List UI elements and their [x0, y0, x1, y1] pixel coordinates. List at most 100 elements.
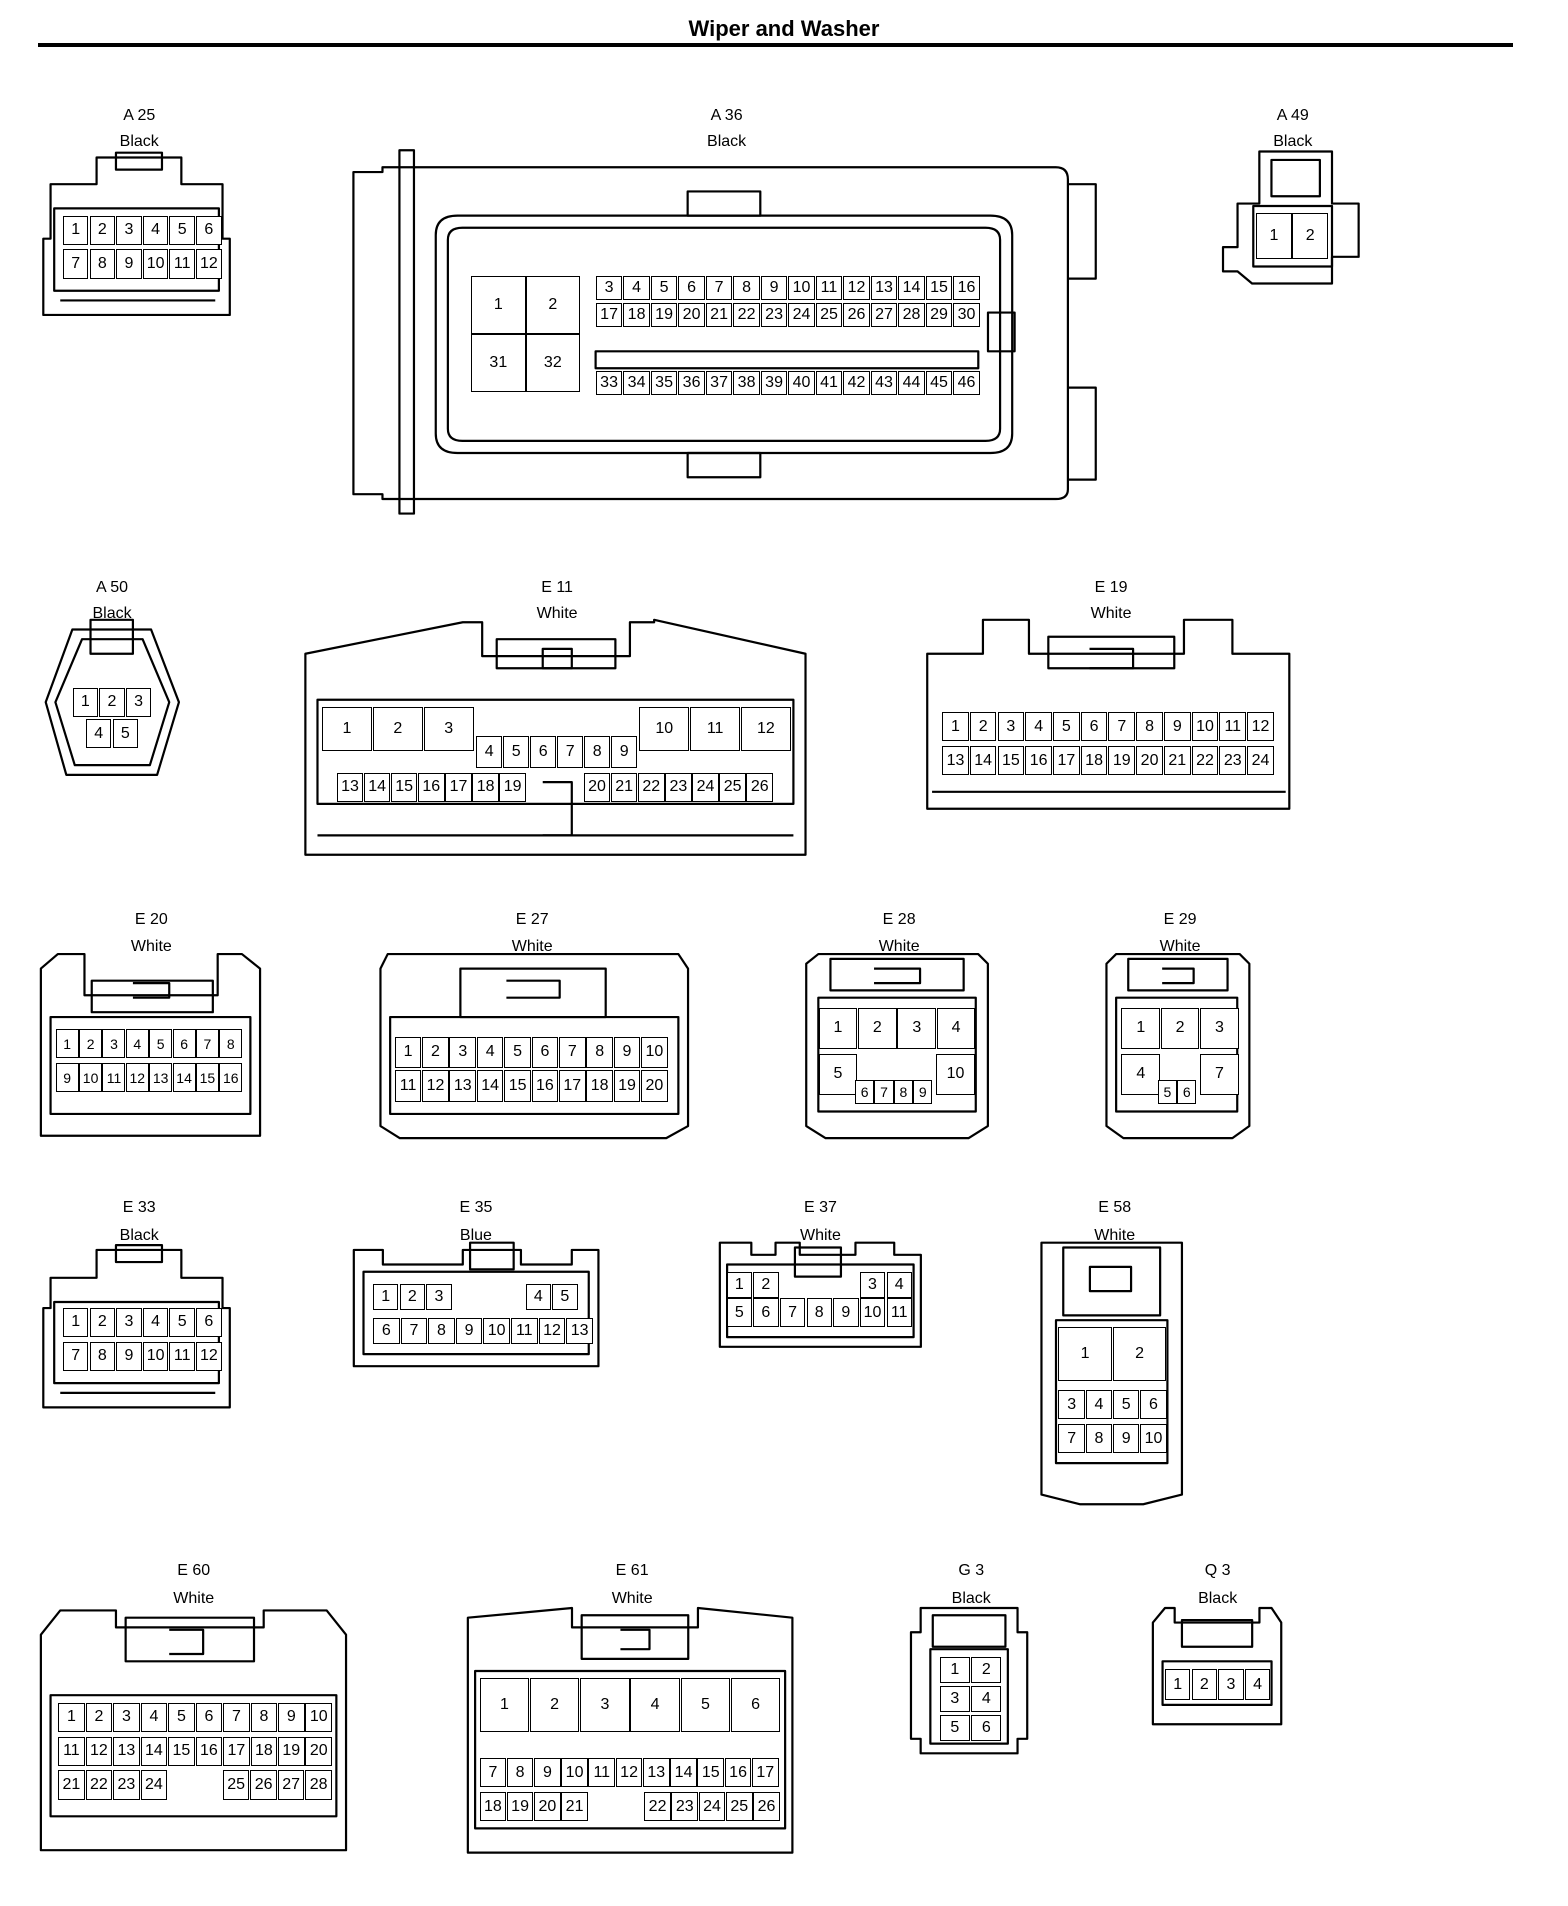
title-rule: [38, 43, 1513, 47]
pin-cavity: 11: [169, 1341, 195, 1371]
housing-outline: [1127, 957, 1230, 992]
pin-cavity: 1: [62, 215, 89, 245]
pin-cavity: 8: [893, 1080, 914, 1105]
housing-outline: [352, 1248, 600, 1368]
connector-housing: [44, 618, 181, 777]
pin-cavity: 11: [1219, 712, 1247, 742]
pin-cavity: 4: [1085, 1390, 1113, 1420]
pin-cavity: 9: [613, 1036, 641, 1069]
pin-cavity: 13: [870, 276, 898, 301]
housing-outline: [473, 1670, 786, 1830]
connector-color: White: [1094, 1226, 1136, 1244]
pin-cavity: 8: [583, 736, 611, 768]
pin-cavity: 2: [89, 215, 115, 245]
pin-cavity: 12: [843, 276, 870, 301]
pin-cavity: 10: [1191, 712, 1219, 742]
pin-cavity: 15: [390, 772, 418, 802]
pin-cavity: 22: [733, 302, 760, 327]
pin-cavity: 8: [506, 1758, 534, 1788]
pin-cavity: 3: [595, 276, 623, 301]
pin-cavity: 4: [886, 1271, 912, 1299]
pin-cavity: 24: [1247, 745, 1274, 776]
pin-cavity: 46: [953, 370, 980, 395]
housing-outline: [90, 979, 215, 1014]
pin-cavity: 6: [196, 215, 222, 245]
connector-color: Black: [1273, 133, 1313, 151]
pin-cavity: 10: [859, 1298, 886, 1328]
connector-color: White: [511, 938, 553, 956]
pin-cavity: 13: [642, 1758, 670, 1788]
pin-cavity: 3: [426, 1283, 452, 1311]
pin-cavity: 12: [85, 1736, 113, 1766]
pin-cavity: 25: [719, 772, 746, 802]
connector-code: A 25: [123, 106, 156, 124]
pin-cavity: 2: [99, 687, 125, 717]
pin-cavity: 2: [1191, 1668, 1217, 1701]
pin-cavity: 1: [818, 1007, 858, 1049]
pin-cavity: 13: [113, 1736, 140, 1766]
housing-outline: [718, 1241, 922, 1348]
pin-cavity: 4: [85, 719, 112, 749]
pin-cavity: 37: [705, 370, 733, 395]
pin-cavity: 17: [445, 772, 472, 802]
pin-cavity: 20: [305, 1736, 333, 1766]
pin-cavity: 36: [678, 370, 705, 395]
pin-cavity: 9: [760, 276, 788, 301]
pin-cavity: 15: [925, 276, 953, 301]
pin-cavity: 8: [250, 1702, 278, 1732]
pin-cavity: 2: [971, 1656, 1002, 1684]
housing-outline: [541, 647, 573, 670]
pin-cavity: 16: [953, 276, 980, 301]
pin-cavity: 21: [705, 302, 733, 327]
connector-housing: [1105, 953, 1251, 1140]
pin-cavity: 18: [479, 1792, 507, 1822]
pin-cavity: 3: [116, 1307, 142, 1337]
pin-cavity: 2: [89, 1307, 115, 1337]
pin-cavity: 12: [741, 707, 791, 751]
pin-cavity: 9: [534, 1758, 561, 1788]
pin-cavity: 1: [1121, 1007, 1161, 1049]
pin-cavity: 17: [751, 1758, 779, 1788]
pin-cavity: 14: [476, 1070, 504, 1102]
pin-cavity: 16: [417, 772, 445, 802]
pin-cavity: 20: [678, 302, 705, 327]
pin-cavity: 5: [680, 1678, 731, 1732]
pin-cavity: 10: [936, 1053, 975, 1095]
pin-cavity: 5: [169, 215, 195, 245]
pin-cavity: 38: [733, 370, 760, 395]
housing-outline: [49, 1694, 338, 1818]
pin-cavity: 11: [58, 1736, 85, 1766]
pin-cavity: 12: [125, 1063, 149, 1093]
pin-cavity: 21: [610, 772, 638, 802]
pin-cavity: 12: [538, 1317, 566, 1345]
pin-cavity: 8: [219, 1029, 243, 1059]
pin-cavity: 5: [504, 1036, 531, 1069]
connector-code: E 35: [459, 1198, 493, 1216]
pin-cavity: 11: [886, 1298, 912, 1328]
pin-cavity: 18: [250, 1736, 278, 1766]
housing-outline: [89, 618, 135, 656]
connector-code: E 60: [177, 1562, 211, 1580]
pin-cavity: 4: [142, 1307, 169, 1337]
connector-color: Black: [92, 605, 132, 623]
pin-cavity: 11: [510, 1317, 538, 1345]
pin-cavity: 4: [1244, 1668, 1271, 1701]
housing-outline: [1162, 967, 1196, 985]
housing-outline: [495, 638, 617, 670]
pin-cavity: 23: [113, 1770, 140, 1800]
connector-color: White: [130, 938, 172, 956]
pin-cavity: 7: [479, 1758, 507, 1788]
pin-cavity: 6: [1177, 1080, 1197, 1105]
pin-cavity: 10: [788, 276, 815, 301]
pin-cavity: 5: [1157, 1080, 1178, 1105]
connector-code: E 58: [1098, 1198, 1132, 1216]
connector-housing: [42, 1243, 232, 1409]
pin-cavity: 45: [925, 370, 953, 395]
pin-cavity: 4: [142, 215, 169, 245]
pin-cavity: 10: [142, 249, 169, 279]
pin-cavity: 4: [140, 1702, 168, 1732]
pin-cavity: 18: [472, 772, 499, 802]
